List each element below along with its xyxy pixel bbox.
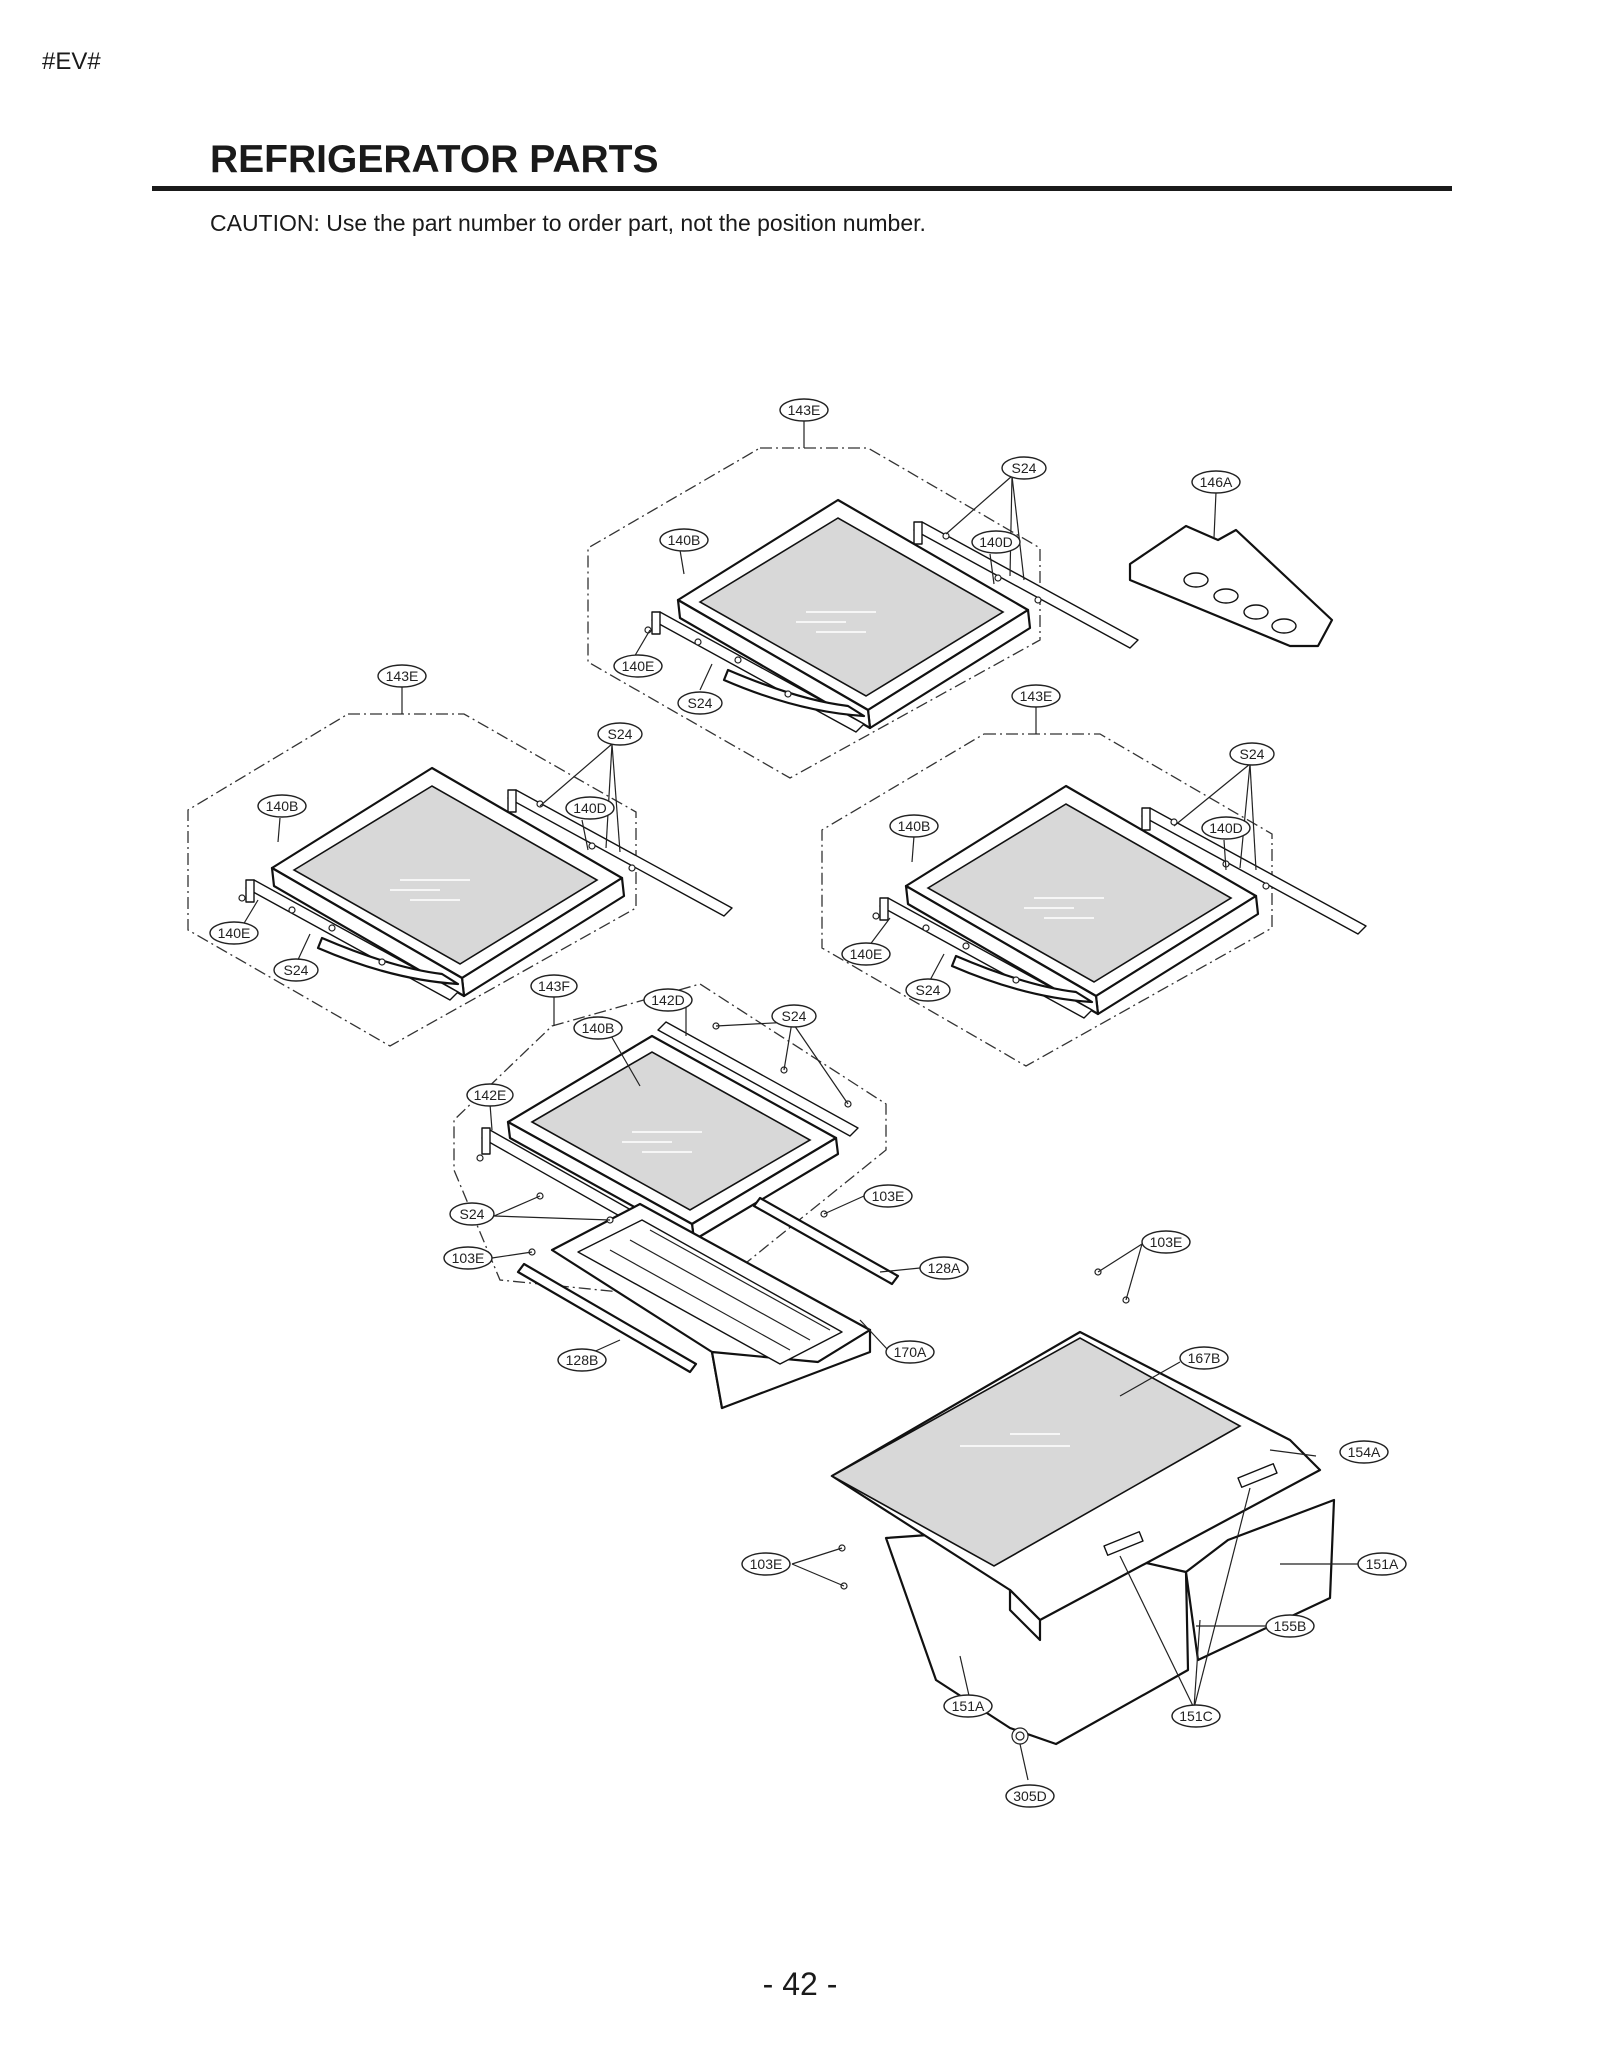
callout-140D: 140D [1201, 816, 1251, 840]
callout-S24: S24 [905, 978, 951, 1002]
svg-text:167B: 167B [1188, 1350, 1221, 1366]
svg-text:S24: S24 [688, 695, 713, 711]
svg-text:154A: 154A [1348, 1444, 1381, 1460]
callout-151A: 151A [1357, 1552, 1407, 1576]
shelf-assembly-top: 143E S24 140B 140D 140E S24 [587, 398, 1140, 779]
svg-text:140D: 140D [1209, 820, 1242, 836]
callout-143F: 143F [530, 974, 578, 998]
svg-text:140D: 140D [979, 534, 1012, 550]
callout-128A: 128A [919, 1256, 969, 1280]
callout-140E: 140E [613, 654, 663, 678]
svg-text:151C: 151C [1179, 1708, 1212, 1724]
svg-text:S24: S24 [284, 962, 309, 978]
svg-text:S24: S24 [1012, 460, 1037, 476]
svg-text:S24: S24 [608, 726, 633, 742]
svg-text:151A: 151A [952, 1698, 985, 1714]
svg-text:103E: 103E [1150, 1234, 1183, 1250]
svg-text:140B: 140B [582, 1020, 615, 1036]
svg-text:140E: 140E [850, 946, 883, 962]
part-146A: 146A [1128, 470, 1334, 648]
document-tag: #EV# [42, 48, 101, 75]
svg-text:140B: 140B [668, 532, 701, 548]
callout-140B: 140B [659, 528, 709, 552]
shelf-assembly-left: 143E S24 140B 140D 140E S24 [187, 664, 734, 1047]
svg-text:305D: 305D [1013, 1788, 1046, 1804]
svg-text:151A: 151A [1366, 1556, 1399, 1572]
callout-143E: 143E [377, 664, 427, 688]
svg-text:143F: 143F [538, 978, 570, 994]
svg-text:S24: S24 [916, 982, 941, 998]
svg-text:103E: 103E [750, 1556, 783, 1572]
callout-103E: 103E [863, 1184, 913, 1208]
callout-S24: S24 [449, 1202, 495, 1226]
svg-text:142D: 142D [651, 992, 684, 1008]
callout-140B: 140B [573, 1016, 623, 1040]
callout-128B: 128B [557, 1348, 607, 1372]
svg-text:140E: 140E [218, 925, 251, 941]
page-title: REFRIGERATOR PARTS [210, 138, 659, 181]
svg-text:S24: S24 [782, 1008, 807, 1024]
callout-103E: 103E [443, 1246, 493, 1270]
callout-142D: 142D [643, 988, 693, 1012]
svg-text:140B: 140B [266, 798, 299, 814]
svg-text:140E: 140E [622, 658, 655, 674]
svg-text:128A: 128A [928, 1260, 961, 1276]
svg-text:146A: 146A [1200, 474, 1233, 490]
callout-S24: S24 [1001, 456, 1047, 480]
svg-text:155B: 155B [1274, 1618, 1307, 1634]
svg-text:140D: 140D [573, 800, 606, 816]
shelf-assembly-right: 143E S24 140B 140D 140E S24 [821, 684, 1368, 1067]
svg-text:143E: 143E [1020, 688, 1053, 704]
svg-text:103E: 103E [872, 1188, 905, 1204]
callout-305D: 305D [1005, 1784, 1055, 1808]
callout-140D: 140D [565, 796, 615, 820]
callout-S24: S24 [273, 958, 319, 982]
callout-S24: S24 [677, 691, 723, 715]
callout-151C: 151C [1171, 1704, 1221, 1728]
svg-text:142E: 142E [474, 1087, 507, 1103]
callout-140D: 140D [971, 530, 1021, 554]
svg-text:143E: 143E [386, 668, 419, 684]
svg-text:143E: 143E [788, 402, 821, 418]
callout-103E: 103E [741, 1552, 791, 1576]
callout-S24: S24 [771, 1004, 817, 1028]
svg-text:103E: 103E [452, 1250, 485, 1266]
callout-143E: 143E [1011, 684, 1061, 708]
callout-170A: 170A [885, 1340, 935, 1364]
svg-text:140B: 140B [898, 818, 931, 834]
callout-140B: 140B [257, 794, 307, 818]
callout-140E: 140E [841, 942, 891, 966]
callout-S24: S24 [597, 722, 643, 746]
svg-text:S24: S24 [460, 1206, 485, 1222]
svg-text:128B: 128B [566, 1352, 599, 1368]
title-rule [152, 186, 1452, 191]
callout-146A: 146A [1191, 470, 1241, 494]
callout-103E: 103E [1141, 1230, 1191, 1254]
callout-143E: 143E [779, 398, 829, 422]
callout-154A: 154A [1339, 1440, 1389, 1464]
page-number: - 42 - [762, 1966, 838, 2002]
svg-text:S24: S24 [1240, 746, 1265, 762]
callout-155B: 155B [1265, 1614, 1315, 1638]
drawer-assembly: 143F 142D 140B S24 142E S24 103E 103E 12… [443, 974, 969, 1410]
caution-note: CAUTION: Use the part number to order pa… [210, 210, 926, 236]
callout-167B: 167B [1179, 1346, 1229, 1370]
callout-151A: 151A [943, 1694, 993, 1718]
callout-140B: 140B [889, 814, 939, 838]
crisper-assembly: 103E 167B 154A 103E 151A 155B 151A 151C … [741, 1230, 1407, 1808]
callout-S24: S24 [1229, 742, 1275, 766]
callout-140E: 140E [209, 921, 259, 945]
svg-text:170A: 170A [894, 1344, 927, 1360]
callout-142E: 142E [466, 1083, 514, 1107]
